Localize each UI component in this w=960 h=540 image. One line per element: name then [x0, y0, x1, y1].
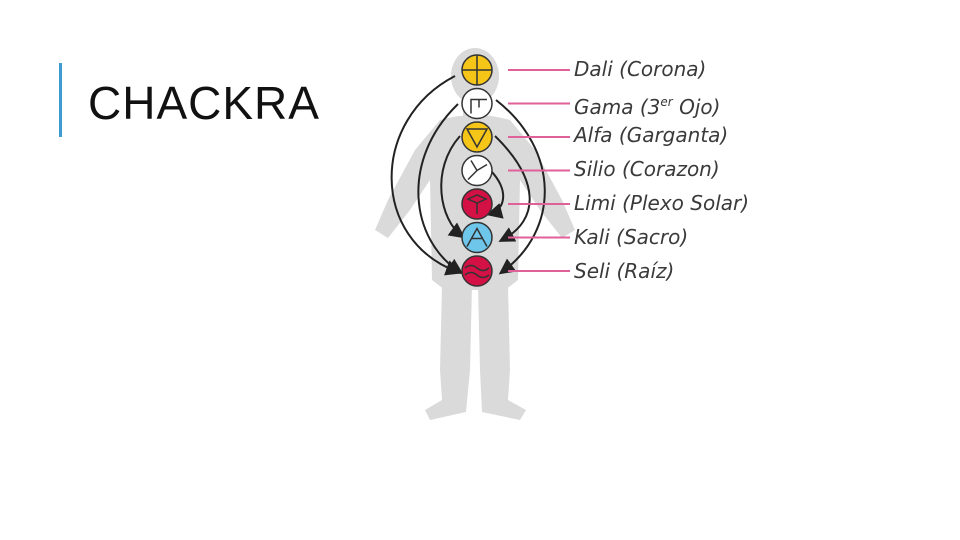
chakra-label-gama: Gama (3er Ojo): [574, 90, 720, 119]
slide-title: CHACKRA: [88, 76, 320, 130]
chakra-square-notch-icon: [462, 89, 492, 119]
chakra-triangle-down-icon: [462, 122, 492, 152]
chakra-label-seli: Seli (Raíz): [574, 259, 674, 283]
chakra-label-alfa: Alfa (Garganta): [574, 123, 728, 147]
chakra-fan-icon: [462, 156, 492, 186]
chakra-label-silio: Silio (Corazon): [574, 157, 720, 181]
chakra-label-dali: Dali (Corona): [574, 57, 706, 81]
title-accent-bar: [59, 63, 62, 137]
chakra-circle-cross-icon: [462, 55, 492, 85]
chakra-cube-icon: [462, 189, 492, 219]
chakra-arrow-up-icon: [462, 223, 492, 253]
chakra-label-kali: Kali (Sacro): [574, 225, 688, 249]
chakra-label-limi: Limi (Plexo Solar): [574, 191, 749, 215]
chakra-figure-svg: [330, 40, 790, 440]
chakra-waves-icon: [462, 256, 492, 286]
chakra-diagram: Dali (Corona) Gama (3er Ojo) Alfa (Garga…: [330, 40, 790, 440]
